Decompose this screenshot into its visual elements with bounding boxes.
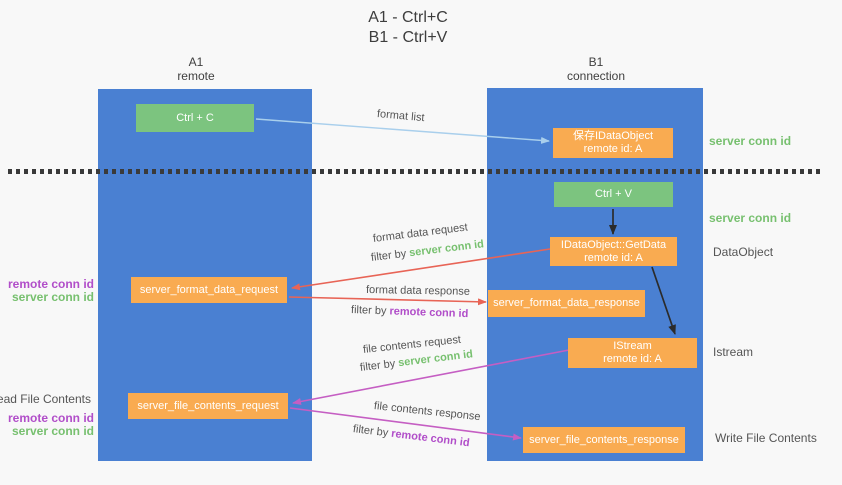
label-remote-conn-id-left-2: remote conn id [7, 411, 94, 425]
filter-by-text: filter by [359, 357, 399, 374]
session-divider-dotted-line [8, 169, 824, 174]
node-save-line2: remote id: A [583, 143, 643, 155]
node-server-format-data-request: server_format_data_request [131, 277, 287, 303]
label-server-conn-id-left-2: server conn id [11, 424, 94, 438]
arrow-label-format-list: format list [376, 108, 426, 125]
arrow-label-filter-by-remote-conn-id-2: filter by remote conn id [352, 423, 470, 449]
title-line-2: B1 - Ctrl+V [368, 29, 448, 46]
title-line-1: A1 - Ctrl+C [368, 9, 448, 26]
node-format-response-label: server_format_data_response [493, 297, 640, 309]
node-istream-line2: remote id: A [603, 353, 662, 365]
node-file-request-label: server_file_contents_request [137, 399, 279, 412]
node-format-request-label: server_format_data_request [139, 283, 279, 296]
lane-header-a1: A1 remote [89, 55, 303, 83]
node-istream: IStream remote id: A [568, 338, 697, 368]
node-file-response-label: server_file_contents_response [529, 433, 679, 446]
label-server-conn-id-right-1: server conn id [709, 134, 792, 148]
label-istream: Istream [713, 345, 754, 359]
lane-a1-role: remote [177, 69, 215, 83]
lane-b1-name: B1 [588, 55, 604, 69]
label-read-file-contents: Read File Contents [0, 392, 91, 406]
filter-by-text: filter by [352, 423, 392, 440]
node-ctrl-c: Ctrl + C [136, 104, 254, 132]
node-istream-line1: IStream [613, 340, 652, 352]
lane-header-b1: B1 connection [488, 55, 704, 83]
label-dataobject: DataObject [713, 245, 774, 259]
label-server-conn-id-right-2: server conn id [709, 211, 792, 225]
node-getdata-line1: IDataObject::GetData [560, 238, 667, 251]
server-conn-id-text: server conn id [408, 238, 485, 260]
node-server-file-contents-request: server_file_contents_request [128, 393, 288, 419]
diagram-title: A1 - Ctrl+C B1 - Ctrl+V [0, 8, 816, 48]
lane-a1-name: A1 [188, 55, 204, 69]
filter-by-text: filter by [370, 247, 410, 264]
node-getdata-line2: remote id: A [584, 251, 643, 264]
arrow-label-format-data-response: format data response [365, 284, 471, 298]
label-remote-conn-id-left-1: remote conn id [7, 277, 94, 291]
node-ctrl-c-label: Ctrl + C [176, 111, 214, 124]
remote-conn-id-text: remote conn id [390, 427, 471, 450]
node-idataobject-getdata: IDataObject::GetData remote id: A [550, 237, 677, 266]
arrow-format-data-response [288, 296, 487, 306]
node-ctrl-v-label: Ctrl + V [595, 188, 632, 200]
node-server-file-contents-response: server_file_contents_response [523, 427, 685, 453]
remote-conn-id-text: remote conn id [389, 305, 469, 321]
filter-by-text: filter by [350, 304, 390, 318]
label-server-conn-id-left-1: server conn id [11, 290, 94, 304]
label-write-file-contents: Write File Contents [715, 431, 817, 445]
node-save-idataobject: 保存IDataObject remote id: A [553, 128, 673, 158]
node-ctrl-v: Ctrl + V [554, 182, 673, 207]
node-server-format-data-response: server_format_data_response [488, 290, 645, 317]
arrow-label-filter-by-remote-conn-id-1: filter by remote conn id [351, 304, 469, 320]
node-save-line1: 保存IDataObject [572, 130, 654, 142]
server-conn-id-text: server conn id [397, 348, 474, 370]
lane-b1-role: connection [566, 69, 626, 83]
arrow-label-file-contents-response: file contents response [373, 400, 482, 424]
